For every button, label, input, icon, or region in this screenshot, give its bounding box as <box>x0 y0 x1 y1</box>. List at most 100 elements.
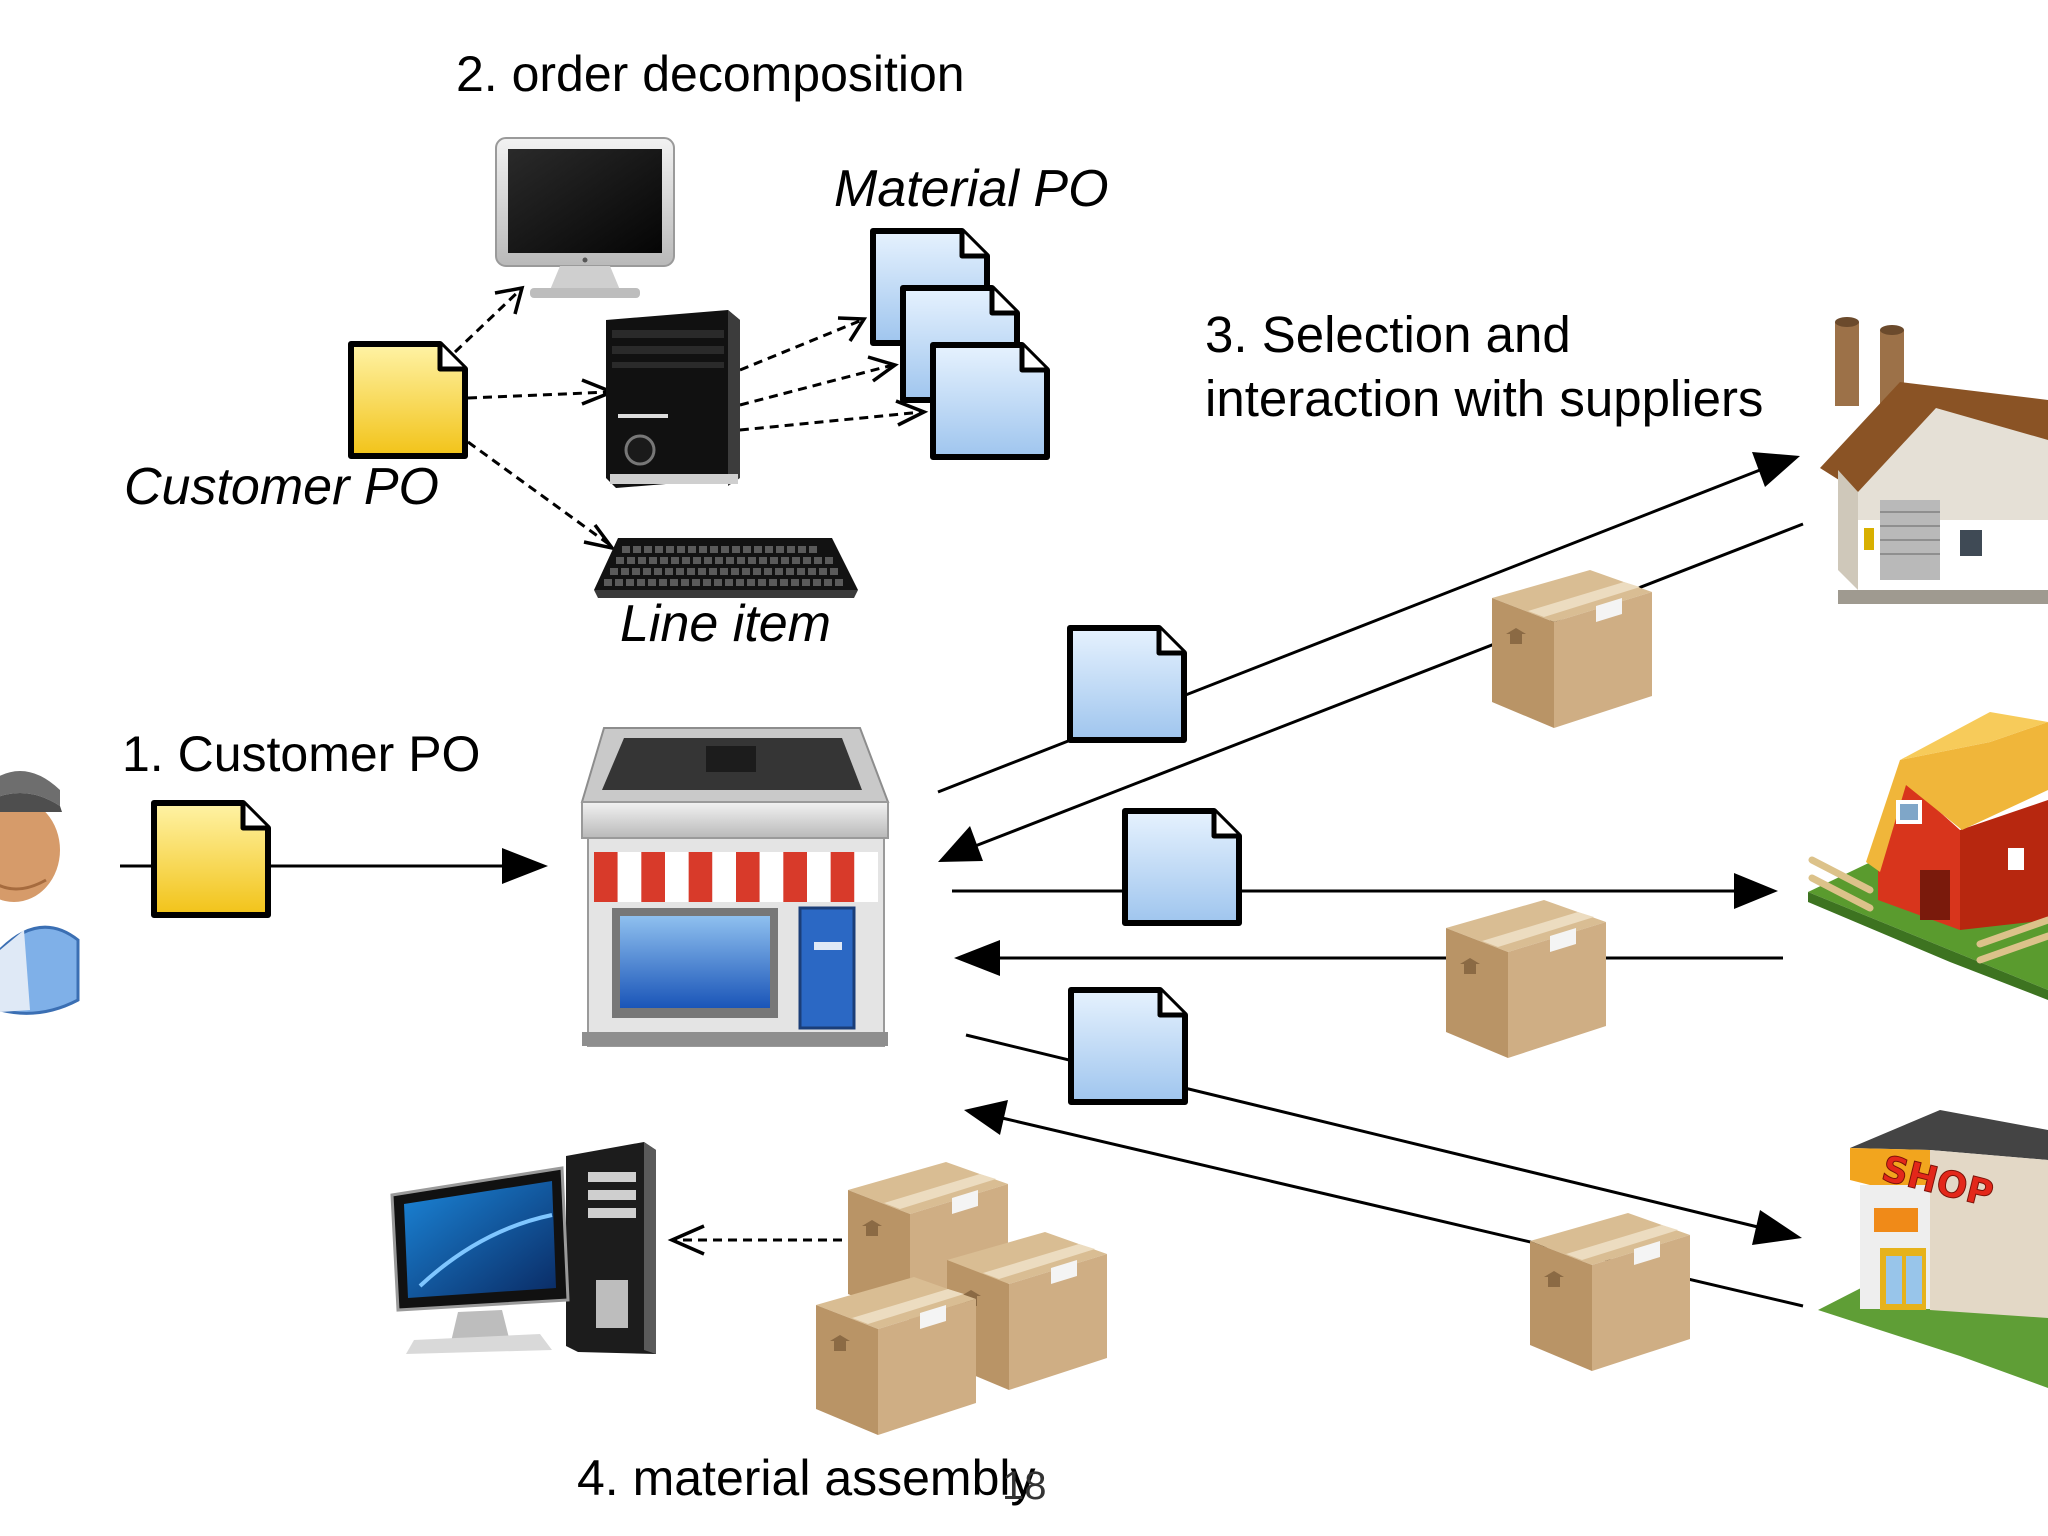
keyboard-key <box>616 557 624 564</box>
keyboard-key <box>659 579 667 586</box>
flow-factory-to-store <box>969 522 1804 850</box>
keyboard-key <box>632 568 640 575</box>
arrowhead-factory <box>1752 452 1800 487</box>
keyboard-key <box>780 579 788 586</box>
keyboard-key <box>655 546 663 553</box>
step1-title: 1. Customer PO <box>122 726 481 782</box>
arrowhead-shop <box>1752 1210 1802 1245</box>
arrowhead-store-from-farm <box>954 940 1000 976</box>
awning-stripe <box>712 852 736 902</box>
keyboard-key <box>754 546 762 553</box>
keyboard-key <box>615 579 623 586</box>
keyboard-key <box>824 579 832 586</box>
awning-stripe <box>594 852 618 902</box>
cardboard-box-icon <box>1492 570 1652 728</box>
keyboard-key <box>747 579 755 586</box>
keyboard-key <box>709 568 717 575</box>
keyboard-key <box>726 557 734 564</box>
person-icon <box>0 771 80 1015</box>
keyboard-key <box>808 568 816 575</box>
keyboard-key <box>687 568 695 575</box>
keyboard-key <box>775 568 783 575</box>
keyboard-icon <box>594 538 858 598</box>
factory-icon <box>1820 317 2048 604</box>
keyboard-keys <box>604 546 843 586</box>
keyboard-key <box>830 568 838 575</box>
keyboard-key <box>715 557 723 564</box>
awning-stripe <box>688 852 713 902</box>
keyboard-key <box>825 557 833 564</box>
keyboard-key <box>803 557 811 564</box>
keyboard-key <box>814 557 822 564</box>
keyboard-key <box>610 568 618 575</box>
farmhouse-icon <box>1808 712 2048 1000</box>
computer-tower-icon <box>606 310 740 488</box>
keyboard-key <box>776 546 784 553</box>
open-arrowhead-keyboard <box>583 523 617 551</box>
awning-stripe <box>665 852 689 902</box>
keyboard-key <box>787 546 795 553</box>
awning <box>594 852 878 902</box>
awning-stripe <box>617 852 642 902</box>
awning-stripe <box>783 852 807 902</box>
keyboard-key <box>627 557 635 564</box>
step3-title-line1: 3. Selection and <box>1205 306 1571 363</box>
awning-stripe <box>641 852 665 902</box>
arrowhead-store <box>502 848 548 884</box>
awning-stripe <box>759 852 784 902</box>
keyboard-key <box>748 557 756 564</box>
step4-title: 4. material assembly <box>577 1450 1036 1506</box>
material-po-document-icon <box>1070 628 1184 740</box>
keyboard-key <box>758 579 766 586</box>
keyboard-key <box>666 546 674 553</box>
keyboard-key <box>809 546 817 553</box>
keyboard-key <box>802 579 810 586</box>
keyboard-key <box>644 546 652 553</box>
keyboard-key <box>743 546 751 553</box>
keyboard-key <box>753 568 761 575</box>
keyboard-key <box>721 546 729 553</box>
material-po-label: Material PO <box>834 160 1109 218</box>
desktop-computer-icon <box>390 1142 656 1354</box>
keyboard-key <box>626 579 634 586</box>
keyboard-key <box>633 546 641 553</box>
keyboard-key <box>698 568 706 575</box>
awning-stripe <box>736 852 760 902</box>
keyboard-key <box>781 557 789 564</box>
arrow-tower-to-po2 <box>739 363 894 407</box>
monitor-icon <box>495 137 675 298</box>
material-po-document-icon <box>933 345 1047 457</box>
step3-title: 3. Selection and interaction with suppli… <box>1205 303 1763 431</box>
keyboard-key <box>770 557 778 564</box>
customer-po-label: Customer PO <box>124 458 439 516</box>
step3-title-line2: interaction with suppliers <box>1205 370 1764 427</box>
keyboard-key <box>704 557 712 564</box>
awning-stripe <box>830 852 855 902</box>
keyboard-key <box>676 568 684 575</box>
keyboard-key <box>660 557 668 564</box>
cardboard-box-icon <box>816 1277 976 1435</box>
keyboard-key <box>692 579 700 586</box>
keyboard-key <box>764 568 772 575</box>
material-po-document-icon <box>1125 811 1239 923</box>
keyboard-key <box>742 568 750 575</box>
keyboard-key <box>693 557 701 564</box>
open-arrowhead-po2 <box>867 355 899 383</box>
keyboard-key <box>736 579 744 586</box>
open-arrowhead-monitor <box>494 285 525 315</box>
keyboard-key <box>835 579 843 586</box>
cardboard-box-icon <box>1530 1213 1690 1371</box>
keyboard-key <box>681 579 689 586</box>
storefront-icon <box>580 727 890 1047</box>
customer-po-document-icon <box>351 344 465 456</box>
step2-title: 2. order decomposition <box>456 46 965 102</box>
keyboard-key <box>665 568 673 575</box>
keyboard-key <box>765 546 773 553</box>
open-arrowhead-computer <box>667 1224 705 1256</box>
page-number: 18 <box>1002 1464 1047 1508</box>
keyboard-key <box>714 579 722 586</box>
keyboard-key <box>737 557 745 564</box>
keyboard-key <box>769 579 777 586</box>
arrow-tower-to-po1 <box>739 318 863 372</box>
